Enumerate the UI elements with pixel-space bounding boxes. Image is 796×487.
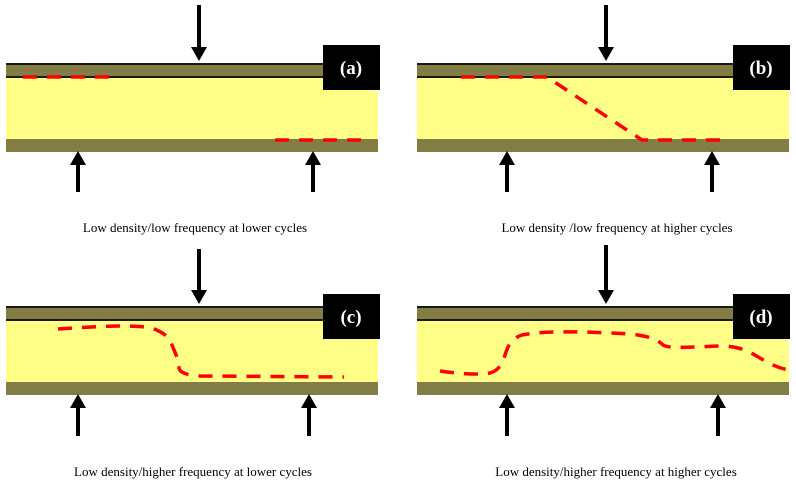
- foam-core: [6, 321, 378, 382]
- bottom-skin: [6, 382, 378, 395]
- arrow-head: [598, 290, 614, 304]
- sandwich-beam: [417, 63, 789, 152]
- arrow-head: [191, 47, 207, 61]
- panel-caption: Low density/higher frequency at higher c…: [495, 464, 737, 479]
- crack-path: [439, 330, 790, 376]
- top-skin: [6, 63, 378, 77]
- arrow-head: [70, 151, 86, 165]
- panel-label: (b): [749, 58, 772, 79]
- bottom-skin: [417, 139, 789, 152]
- arrow-head: [191, 290, 207, 304]
- arrow-head: [704, 151, 720, 165]
- panel-label-box: [733, 45, 790, 90]
- load-arrow-top: [191, 249, 207, 304]
- arrow-head: [499, 394, 515, 408]
- panel-label: (a): [340, 58, 362, 79]
- arrow-shaft: [505, 165, 509, 192]
- arrow-head: [70, 394, 86, 408]
- foam-core: [417, 321, 789, 382]
- panel-label: (d): [749, 307, 772, 328]
- support-arrow-right: [305, 151, 321, 192]
- arrow-shaft: [307, 408, 311, 436]
- arrow-shaft: [505, 408, 509, 436]
- arrow-shaft: [76, 165, 80, 192]
- arrow-head: [305, 151, 321, 165]
- load-arrow-top: [598, 5, 614, 61]
- load-arrow-top: [191, 5, 207, 61]
- arrow-shaft: [710, 165, 714, 192]
- foam-core: [417, 78, 789, 139]
- support-arrow-left: [499, 394, 515, 436]
- arrow-shaft: [716, 408, 720, 436]
- arrow-shaft: [604, 5, 608, 47]
- panel-label-box: [323, 45, 380, 90]
- panel-d: (d) Low density/higher frequency at high…: [417, 245, 790, 479]
- panel-label: (c): [340, 307, 361, 328]
- arrow-shaft: [76, 408, 80, 436]
- panel-label-box: [733, 294, 790, 339]
- foam-core: [6, 78, 378, 139]
- top-skin: [6, 306, 378, 320]
- bottom-skin: [417, 382, 789, 395]
- panel-caption: Low density/low frequency at lower cycle…: [83, 220, 307, 235]
- support-arrow-right: [710, 394, 726, 436]
- arrow-head: [301, 394, 317, 408]
- crack-path: [57, 324, 345, 379]
- sandwich-beam: [6, 306, 378, 395]
- panel-label-box: [323, 294, 380, 339]
- support-arrow-left: [70, 151, 86, 192]
- arrow-shaft: [197, 5, 201, 47]
- arrow-shaft: [197, 249, 201, 290]
- arrow-shaft: [311, 165, 315, 192]
- bottom-skin: [6, 139, 378, 152]
- top-skin: [417, 306, 789, 320]
- sandwich-beam: [417, 306, 789, 395]
- panel-caption: Low density /low frequency at higher cyc…: [501, 220, 732, 235]
- panel-caption: Low density/higher frequency at lower cy…: [74, 464, 312, 479]
- arrow-head: [710, 394, 726, 408]
- top-skin: [417, 63, 789, 77]
- panel-c: (c) Low density/higher frequency at lowe…: [6, 249, 380, 479]
- arrow-head: [499, 151, 515, 165]
- sandwich-beam: [6, 63, 378, 152]
- panel-b: (b) Low density /low frequency at higher…: [417, 5, 790, 235]
- crack-path: [461, 75, 730, 142]
- arrow-shaft: [604, 245, 608, 290]
- support-arrow-right: [301, 394, 317, 436]
- support-arrow-left: [70, 394, 86, 436]
- support-arrow-right: [704, 151, 720, 192]
- arrow-head: [598, 47, 614, 61]
- support-arrow-left: [499, 151, 515, 192]
- load-arrow-top: [598, 245, 614, 304]
- panel-a: (a) Low density/low frequency at lower c…: [6, 5, 380, 235]
